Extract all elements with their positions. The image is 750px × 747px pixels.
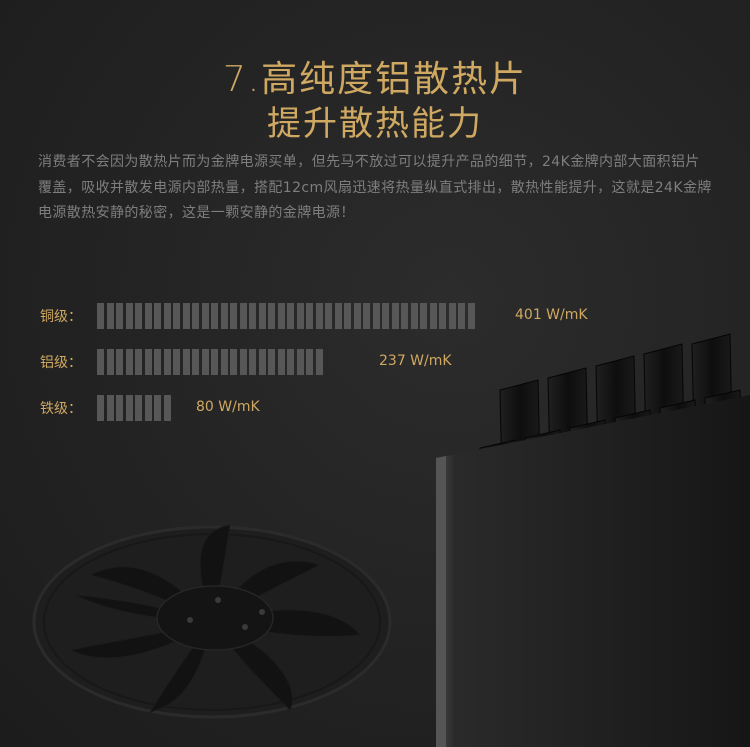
bar-segment [401,303,408,329]
bar-segment [315,349,323,375]
heatsink-illustration [436,333,750,747]
bar-segment [163,303,171,329]
bar-segment [173,349,180,375]
bar-segment [125,395,133,421]
bar-segment [334,303,342,329]
bar-segment [306,303,313,329]
bar-segment [182,349,190,375]
bar-segment [268,303,275,329]
bar-segment [97,349,104,375]
bar-segment [296,303,304,329]
bar-segment [201,303,209,329]
bar-segment [144,395,152,421]
bar-segment [211,349,218,375]
bar-segment [106,395,114,421]
bar-segment [144,349,152,375]
copper-label: 铜级： [40,309,82,325]
bar-segment [135,303,142,329]
bar-segment [353,303,361,329]
bar-segment [429,303,437,329]
bar-segment [315,303,323,329]
bar-segment [467,303,475,329]
bar-segment [258,303,266,329]
fan-illustration [32,524,392,719]
bar-segment [372,303,380,329]
bar-segment [211,303,218,329]
bar-segment [135,349,142,375]
bar-segment [391,303,399,329]
bar-segment [410,303,418,329]
bar-segment [230,349,237,375]
bar-segment [306,349,313,375]
bar-segment [287,303,294,329]
bar-segment [239,303,247,329]
bar-segment [268,349,275,375]
bar-segment [154,349,161,375]
bar-segment [116,349,123,375]
bar-segment [420,303,427,329]
bar-segment [144,303,152,329]
bar-segment [201,349,209,375]
bar-segment [287,349,294,375]
bar-segment [230,303,237,329]
bar-segment [97,395,104,421]
bar-segment [220,349,228,375]
bar-segment [154,303,161,329]
bar-segment [116,395,123,421]
bar-segment [125,349,133,375]
copper-value: 401 W/mK [515,307,588,323]
iron-label: 铁级： [40,401,82,417]
bar-segment [97,303,104,329]
description-text: 消费者不会因为散热片而为金牌电源买单，但先马不放过可以提升产品的细节，24K金牌… [38,154,712,221]
heading-line-1: 7.高纯度铝散热片 [222,59,528,100]
bar-segment [277,349,285,375]
bar-segment [325,303,332,329]
aluminum-value: 237 W/mK [379,353,452,369]
bar-segment [182,303,190,329]
bar-segment [344,303,351,329]
bar-segment [173,303,180,329]
bar-segment [382,303,389,329]
bar-segment [116,303,123,329]
bar-segment [106,303,114,329]
bar-segment [249,349,256,375]
bar-segment [192,303,199,329]
bar-segment [258,349,266,375]
bar-segment [192,349,199,375]
bar-segment [458,303,465,329]
iron-value: 80 W/mK [196,399,260,415]
bar-segment [135,395,142,421]
bar-segment [296,349,304,375]
bar-segment [249,303,256,329]
bar-segment [125,303,133,329]
bar-segment [220,303,228,329]
bar-segment [448,303,456,329]
bar-segment [163,395,171,421]
bar-segment [239,349,247,375]
bar-segment [277,303,285,329]
bar-segment [363,303,370,329]
bar-segment [106,349,114,375]
aluminum-label: 铝级： [40,355,82,371]
bar-segment [439,303,446,329]
bar-segment [163,349,171,375]
bar-segment [154,395,161,421]
heading-line-2: 提升散热能力 [267,104,483,144]
